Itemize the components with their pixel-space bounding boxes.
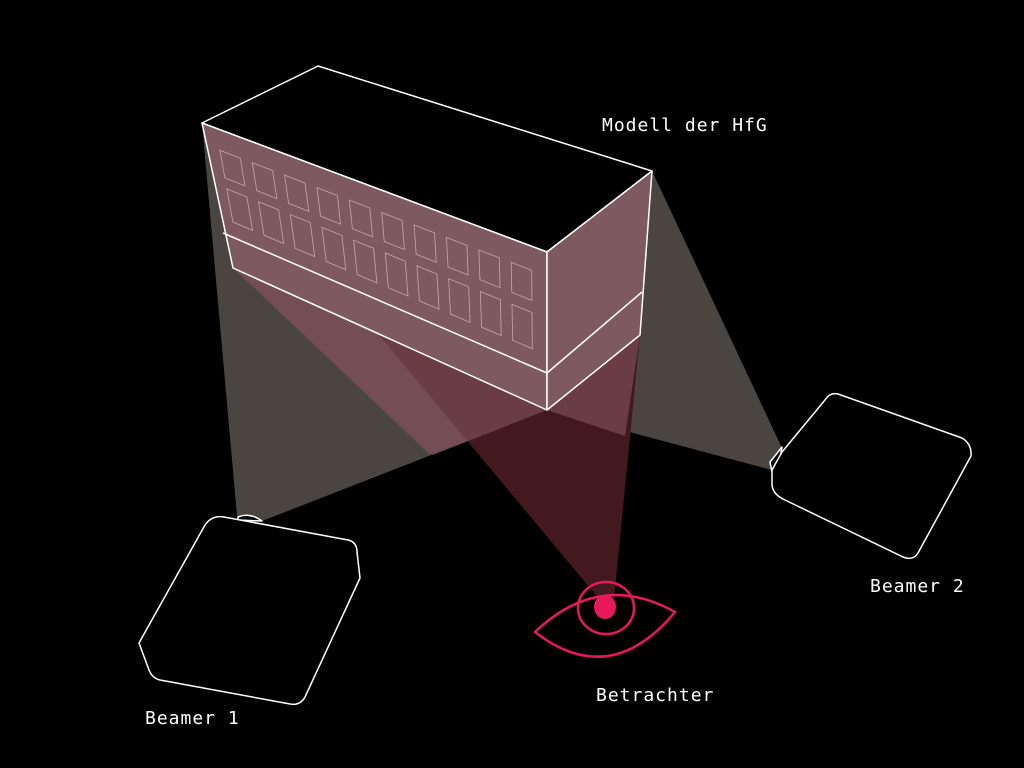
beamer-1-label: Beamer 1: [145, 708, 240, 729]
facade-window: [348, 199, 373, 238]
beamer-1: [138, 514, 361, 706]
facade-window: [226, 188, 254, 231]
facade-window: [446, 236, 469, 276]
facade-window: [258, 201, 285, 245]
facade-window: [416, 265, 440, 310]
hfg-model: [201, 65, 653, 411]
facade-window: [510, 261, 533, 302]
beamer-1-lens: [237, 514, 263, 522]
facade-window: [413, 224, 437, 263]
facade-window: [511, 303, 533, 350]
facade-window: [251, 162, 278, 200]
facade-window: [479, 290, 502, 337]
facade-window: [289, 213, 316, 258]
viewer-label: Betrachter: [596, 685, 715, 706]
beamer-1-body: [138, 515, 361, 706]
model-label: Modell der HfG: [602, 115, 768, 136]
facade-window: [381, 211, 405, 251]
facade-window: [353, 239, 378, 284]
beamer-2: [769, 392, 972, 560]
beamer-2-body: [771, 392, 972, 560]
facade-window: [321, 226, 347, 271]
facade-window: [384, 252, 409, 297]
facade-window: [316, 187, 342, 225]
beamer-2-label: Beamer 2: [870, 576, 965, 597]
facade-window: [448, 278, 471, 323]
facade-windows: [219, 149, 533, 350]
facade-window: [219, 149, 246, 187]
facade-window: [284, 174, 310, 212]
facade-window: [478, 249, 501, 289]
viewer-eye-icon: [533, 580, 677, 658]
